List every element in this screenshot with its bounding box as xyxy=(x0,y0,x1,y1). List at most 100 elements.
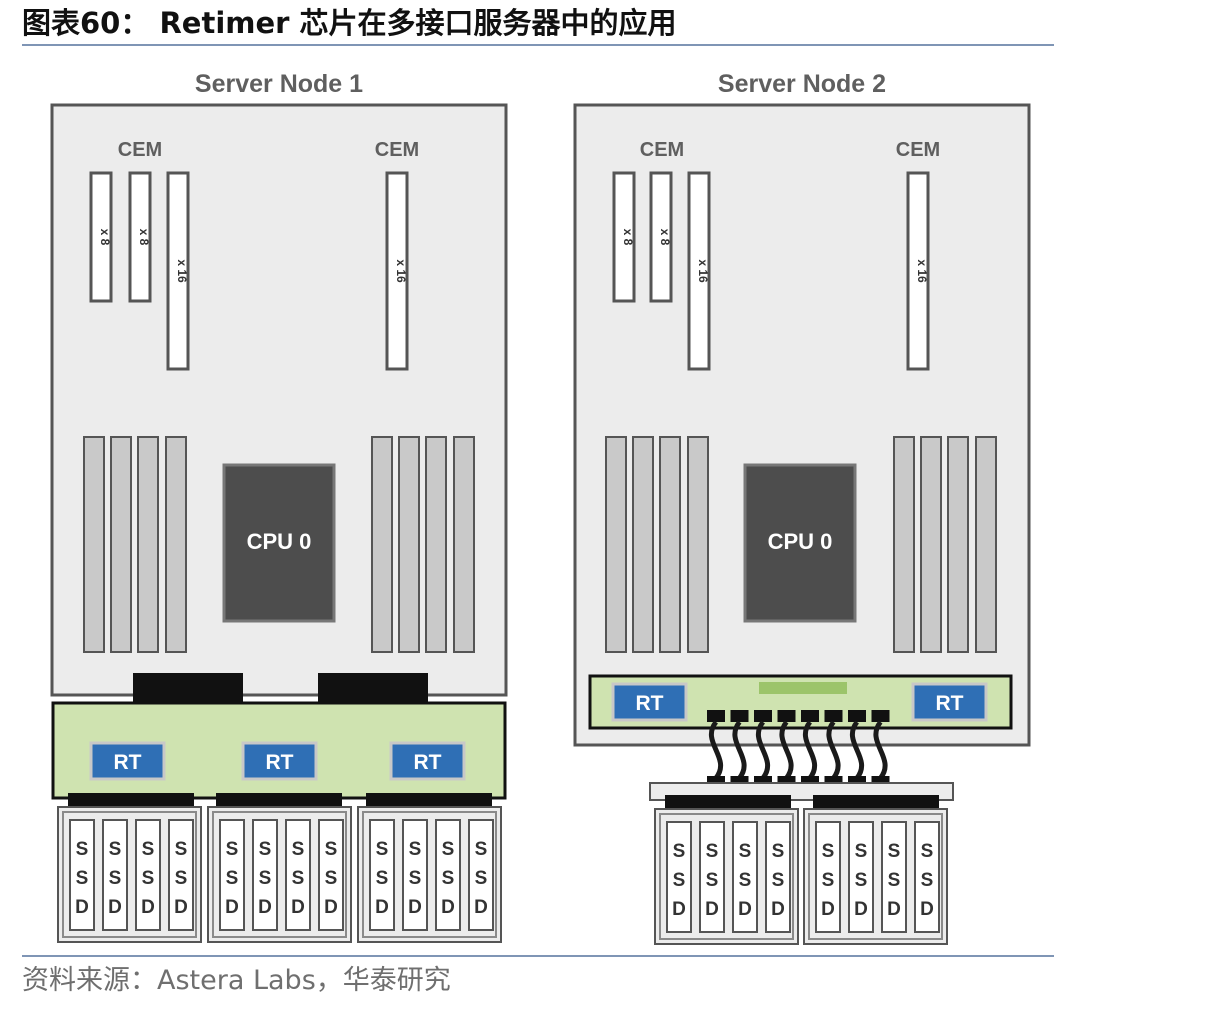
node2-slot-label-x16-b: x 16 xyxy=(915,259,929,283)
ssd-drive xyxy=(848,821,874,933)
ssd-letter: S xyxy=(475,868,488,889)
node1-cem-slot-x8-a xyxy=(89,171,113,303)
node2-cem-slot-x8-a xyxy=(612,171,636,303)
ssd-drive xyxy=(881,821,907,933)
node1-rt-chip xyxy=(241,741,318,781)
node2-dimm-slot xyxy=(975,436,997,653)
node2-dimm-slot xyxy=(920,436,942,653)
cable xyxy=(849,720,865,780)
node1-cpu xyxy=(222,463,336,623)
ssd-letter: D xyxy=(705,899,719,920)
ssd-letter: S xyxy=(739,841,752,862)
ssd-drive xyxy=(732,821,758,933)
node1-cem-label-right: CEM xyxy=(375,139,419,161)
cable-plug-top xyxy=(848,710,866,722)
node1-drive-connector xyxy=(366,793,492,809)
node1-cem-slot-x16-a xyxy=(166,171,190,371)
ssd-letter: S xyxy=(888,841,901,862)
ssd-letter: S xyxy=(142,868,155,889)
node1-dimm-slot xyxy=(83,436,105,653)
cable xyxy=(779,720,794,780)
ssd-letter: S xyxy=(475,839,488,860)
node1-cem-label-left: CEM xyxy=(118,139,162,161)
node1-dimm-slot xyxy=(398,436,420,653)
node2-rt-label: RT xyxy=(636,692,664,715)
node1-drive-connector xyxy=(68,793,194,809)
ssd-letter: S xyxy=(376,868,389,889)
ssd-letter: D xyxy=(141,897,155,918)
node2-dimm-slot xyxy=(659,436,681,653)
node2-slot-label-x8-a: x 8 xyxy=(621,229,635,246)
ssd-letter: D xyxy=(375,897,389,918)
ssd-drive xyxy=(135,819,161,931)
node1-slot-label-x16-a: x 16 xyxy=(175,259,189,283)
ssd-drive xyxy=(914,821,940,933)
node2-cem-slot-x16-a xyxy=(687,171,711,371)
node2-card-contact xyxy=(759,682,847,694)
node2-rt-chip xyxy=(911,682,988,722)
ssd-drive xyxy=(252,819,278,931)
cable-plug-bottom xyxy=(801,776,819,787)
ssd-letter: S xyxy=(259,868,272,889)
ssd-letter: S xyxy=(822,841,835,862)
cable-plug-top xyxy=(730,710,749,722)
ssd-letter: S xyxy=(706,870,719,891)
ssd-drive xyxy=(699,821,725,933)
node1-dimm-slot xyxy=(371,436,393,653)
cable-plug-bottom xyxy=(730,776,749,787)
node2-drive-connector xyxy=(813,795,939,811)
ssd-letter: S xyxy=(888,870,901,891)
cable-plug-bottom xyxy=(848,776,866,787)
node1-drive-connector xyxy=(216,793,342,809)
cable xyxy=(755,720,771,780)
ssd-letter: D xyxy=(408,897,422,918)
ssd-letter: S xyxy=(226,839,239,860)
node1-rt-label: RT xyxy=(414,751,442,774)
node2-slot-label-x16-a: x 16 xyxy=(696,259,710,283)
node1-cem-slot-x16-b xyxy=(385,171,409,371)
ssd-drive xyxy=(402,819,428,931)
figure-title: 图表60： Retimer 芯片在多接口服务器中的应用 xyxy=(22,6,677,40)
ssd-letter: D xyxy=(920,899,934,920)
ssd-letter: D xyxy=(291,897,305,918)
ssd-drive xyxy=(219,819,245,931)
node2-rt-chip xyxy=(611,682,688,722)
node1-ssd-cage-inner xyxy=(212,811,347,938)
title-divider xyxy=(22,44,1054,46)
ssd-drive xyxy=(468,819,494,931)
footer-divider xyxy=(22,955,1054,957)
ssd-letter: S xyxy=(822,870,835,891)
ssd-drive xyxy=(285,819,311,931)
node2-dimm-slot xyxy=(893,436,915,653)
node2-cable-bundle xyxy=(707,710,890,787)
node2-cpu-label: CPU 0 xyxy=(768,529,833,554)
ssd-letter: S xyxy=(442,868,455,889)
ssd-letter: D xyxy=(854,899,868,920)
ssd-letter: S xyxy=(76,839,89,860)
node2-cem-slot-x16-b xyxy=(906,171,930,371)
ssd-drive xyxy=(815,821,841,933)
ssd-letter: S xyxy=(772,841,785,862)
cable-plug-top xyxy=(801,710,819,722)
ssd-letter: S xyxy=(226,868,239,889)
cable xyxy=(826,720,841,780)
node2-ssd-cage-inner xyxy=(659,813,794,940)
node1-rt-chip xyxy=(389,741,466,781)
node2-drive-connector xyxy=(665,795,791,811)
ssd-letter: S xyxy=(442,839,455,860)
ssd-drive xyxy=(318,819,344,931)
node1-dimm-slot xyxy=(110,436,132,653)
node2-rt-label: RT xyxy=(936,692,964,715)
ssd-letter: S xyxy=(409,868,422,889)
cable-plug-top xyxy=(871,710,890,722)
cable-plug-top xyxy=(707,710,725,722)
node2-dimm-slot xyxy=(947,436,969,653)
ssd-letter: S xyxy=(175,839,188,860)
node2-cem-slot-x8-b xyxy=(649,171,673,303)
node2-cpu xyxy=(743,463,857,623)
ssd-letter: S xyxy=(142,839,155,860)
node1-label: Server Node 1 xyxy=(195,70,363,98)
